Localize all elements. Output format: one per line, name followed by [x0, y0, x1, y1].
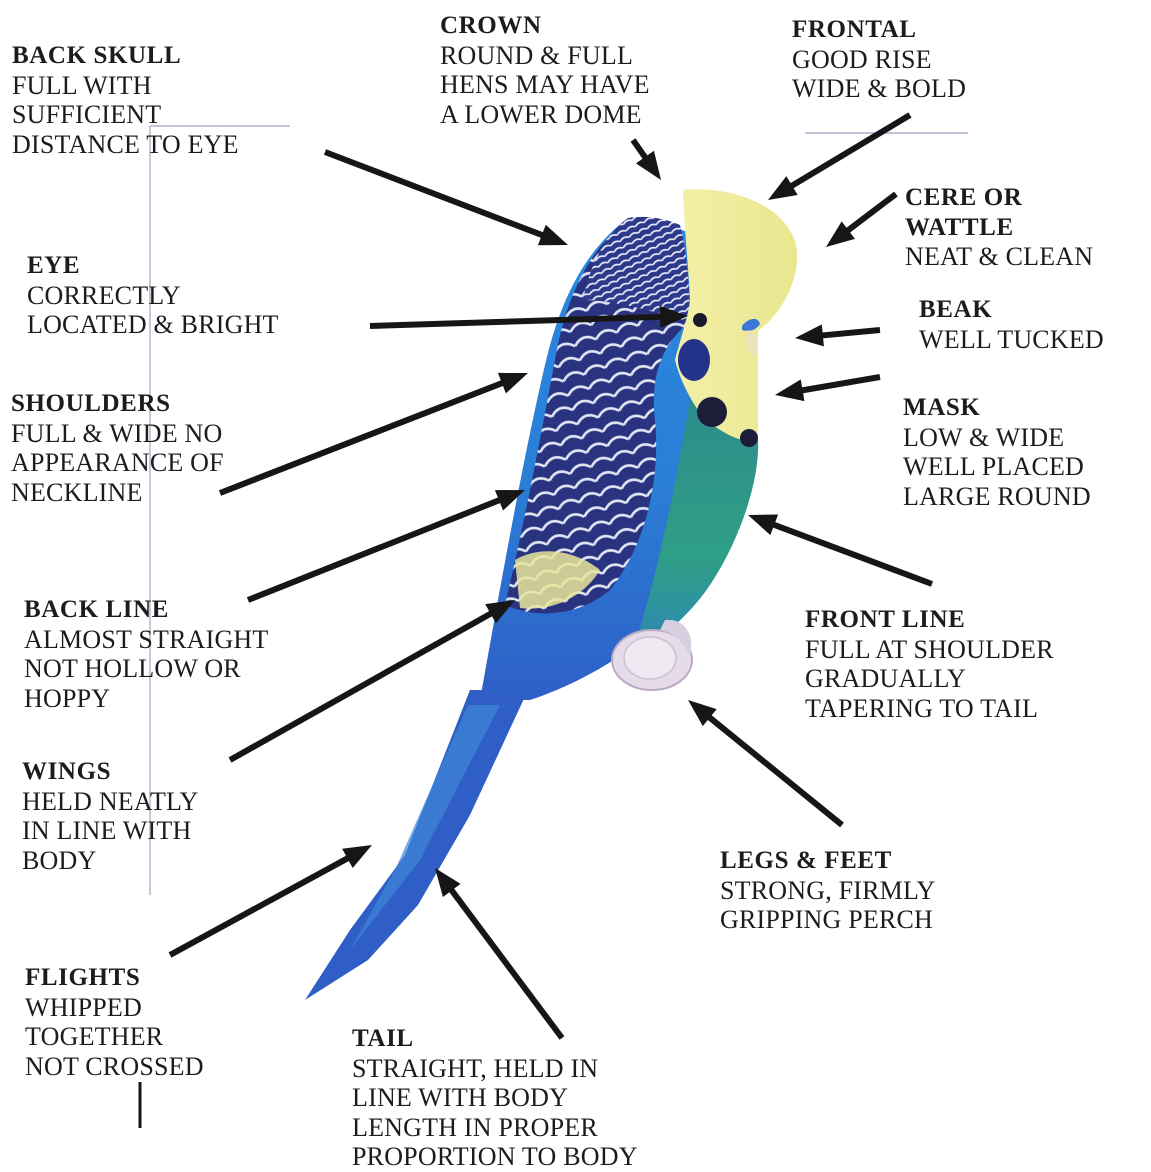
- arrow-shoulders: [220, 373, 528, 493]
- label-cere: CERE OR WATTLE NEAT & CLEAN: [905, 183, 1093, 272]
- label-beak: BEAK WELL TUCKED: [919, 295, 1104, 354]
- label-line: NOT CROSSED: [25, 1052, 204, 1082]
- label-title: LEGS & FEET: [720, 846, 935, 876]
- label-line: LARGE ROUND: [903, 482, 1091, 512]
- label-line: LINE WITH BODY: [352, 1083, 638, 1113]
- label-line: TAPERING TO TAIL: [805, 694, 1054, 724]
- bird-foot: [624, 637, 676, 679]
- label-title: FRONTAL: [792, 15, 966, 45]
- arrow-cere: [826, 194, 896, 247]
- arrow-tail: [435, 868, 562, 1038]
- label-line: SUFFICIENT: [12, 100, 239, 130]
- arrow-beak: [795, 324, 880, 346]
- label-title: BEAK: [919, 295, 1104, 325]
- label-title: MASK: [903, 393, 1091, 423]
- arrow-flights: [170, 845, 372, 955]
- throat-spot: [740, 429, 758, 447]
- label-line: NEAT & CLEAN: [905, 242, 1093, 272]
- label-line: LENGTH IN PROPER: [352, 1113, 638, 1143]
- label-line: LOW & WIDE: [903, 423, 1091, 453]
- label-line: HELD NEATLY: [22, 787, 199, 817]
- label-title: TAIL: [352, 1024, 638, 1054]
- label-line: CORRECTLY: [27, 281, 279, 311]
- label-line: WELL PLACED: [903, 452, 1091, 482]
- label-tail: TAIL STRAIGHT, HELD IN LINE WITH BODY LE…: [352, 1024, 638, 1172]
- label-line: NECKLINE: [11, 478, 224, 508]
- arrow-front-line: [748, 515, 932, 584]
- bird-eye: [693, 313, 707, 327]
- label-title: FLIGHTS: [25, 963, 204, 993]
- throat-spot: [697, 397, 727, 427]
- label-line: BODY: [22, 846, 199, 876]
- label-line: FULL AT SHOULDER: [805, 635, 1054, 665]
- label-title: CROWN: [440, 11, 650, 41]
- label-title: FRONT LINE: [805, 605, 1054, 635]
- label-line: GOOD RISE: [792, 45, 966, 75]
- bird-cheek-patch: [678, 339, 710, 381]
- label-line: GRIPPING PERCH: [720, 905, 935, 935]
- label-title: BACK LINE: [24, 595, 268, 625]
- label-back-line: BACK LINE ALMOST STRAIGHT NOT HOLLOW OR …: [24, 595, 268, 713]
- label-line: A LOWER DOME: [440, 100, 650, 130]
- label-eye: EYE CORRECTLY LOCATED & BRIGHT: [27, 251, 279, 340]
- arrow-crown: [633, 140, 661, 180]
- label-legs-feet: LEGS & FEET STRONG, FIRMLY GRIPPING PERC…: [720, 846, 935, 935]
- label-line: FULL & WIDE NO: [11, 419, 224, 449]
- label-line: HENS MAY HAVE: [440, 70, 650, 100]
- label-title: EYE: [27, 251, 279, 281]
- label-line: FULL WITH: [12, 71, 239, 101]
- label-mask: MASK LOW & WIDE WELL PLACED LARGE ROUND: [903, 393, 1091, 511]
- label-line: HOPPY: [24, 684, 268, 714]
- label-line: DISTANCE TO EYE: [12, 130, 239, 160]
- label-crown: CROWN ROUND & FULL HENS MAY HAVE A LOWER…: [440, 11, 650, 129]
- label-title: BACK SKULL: [12, 41, 239, 71]
- label-line: PROPORTION TO BODY: [352, 1142, 638, 1172]
- label-line: IN LINE WITH: [22, 816, 199, 846]
- label-title: WINGS: [22, 757, 199, 787]
- label-front-line: FRONT LINE FULL AT SHOULDER GRADUALLY TA…: [805, 605, 1054, 723]
- label-line: WELL TUCKED: [919, 325, 1104, 355]
- label-line: STRONG, FIRMLY: [720, 876, 935, 906]
- arrow-mask: [775, 377, 880, 401]
- arrow-back-line: [248, 490, 525, 600]
- label-line: LOCATED & BRIGHT: [27, 310, 279, 340]
- label-line: STRAIGHT, HELD IN: [352, 1054, 638, 1084]
- label-line: NOT HOLLOW OR: [24, 654, 268, 684]
- label-title: SHOULDERS: [11, 389, 224, 419]
- bird-tail-highlight: [350, 705, 500, 950]
- label-shoulders: SHOULDERS FULL & WIDE NO APPEARANCE OF N…: [11, 389, 224, 507]
- arrow-back-skull: [325, 152, 568, 245]
- label-line: GRADUALLY: [805, 664, 1054, 694]
- label-line: WIDE & BOLD: [792, 74, 966, 104]
- label-back-skull: BACK SKULL FULL WITH SUFFICIENT DISTANCE…: [12, 41, 239, 159]
- label-flights: FLIGHTS WHIPPED TOGETHER NOT CROSSED: [25, 963, 204, 1081]
- label-line: TOGETHER: [25, 1022, 204, 1052]
- label-line: ROUND & FULL: [440, 41, 650, 71]
- label-title: WATTLE: [905, 213, 1093, 243]
- arrow-frontal: [768, 115, 910, 200]
- label-line: APPEARANCE OF: [11, 448, 224, 478]
- label-wings: WINGS HELD NEATLY IN LINE WITH BODY: [22, 757, 199, 875]
- label-line: WHIPPED: [25, 993, 204, 1023]
- label-line: ALMOST STRAIGHT: [24, 625, 268, 655]
- label-frontal: FRONTAL GOOD RISE WIDE & BOLD: [792, 15, 966, 104]
- label-title: CERE OR: [905, 183, 1093, 213]
